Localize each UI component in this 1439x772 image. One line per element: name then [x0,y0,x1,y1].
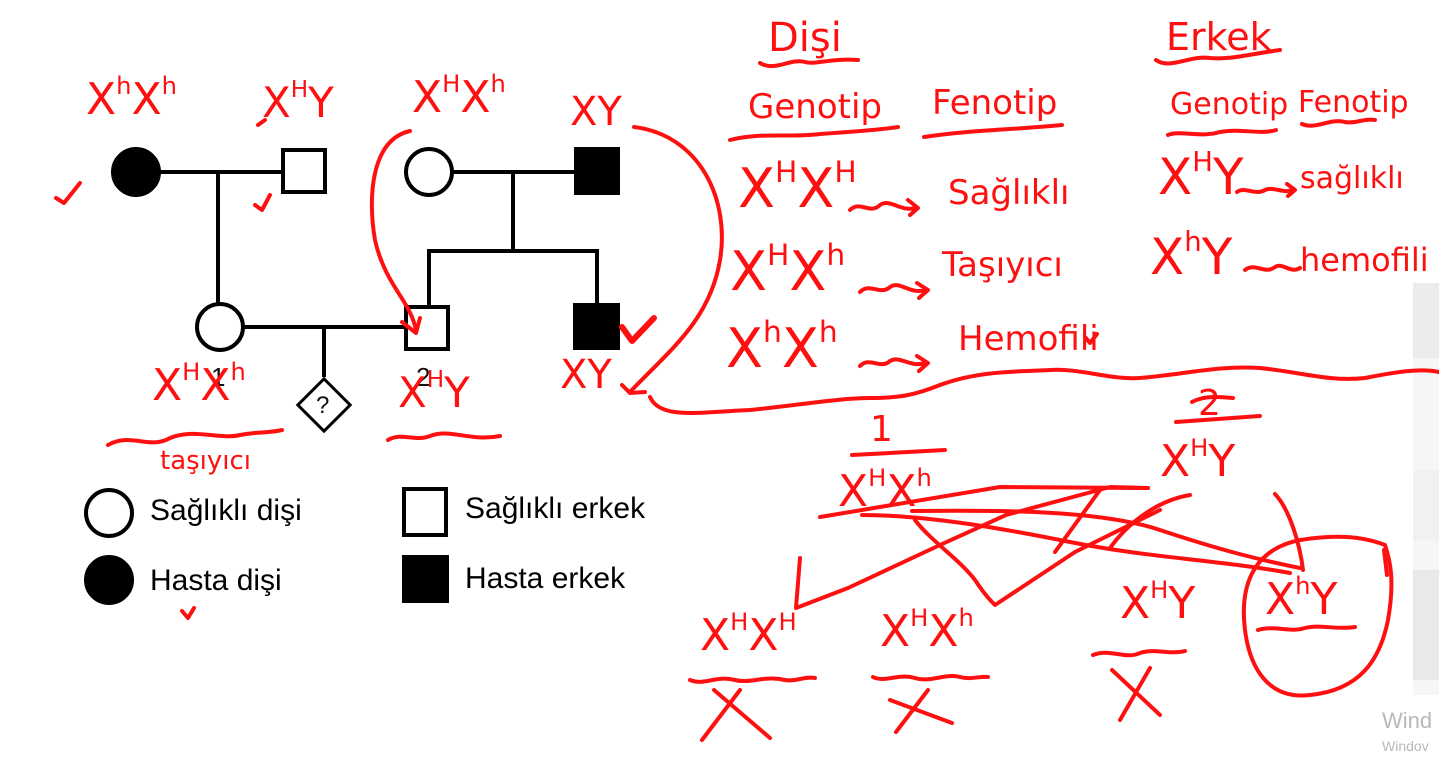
windows-activation-watermark-sub: Windov [1382,738,1429,754]
cross-parent-genotype: XHXh [838,463,932,517]
checkmark-icon [253,193,272,212]
cross-parent-genotype: XHY [1160,433,1236,487]
checkmark-icon [54,181,82,205]
question-mark: ? [316,392,330,419]
notes-female-phenotype-header: Fenotip [932,83,1058,123]
cross-parent-label: 2 [1198,383,1221,424]
notes-female-title: Dişi [768,15,842,61]
notes-genotype: XhY [1150,225,1233,286]
descent-line [511,172,515,252]
notes-genotype: XhXh [726,315,838,380]
genotype-annotation: XHY [262,77,334,127]
offspring-genotype: XHY [1120,575,1196,629]
notes-phenotype: Hemofili [958,319,1099,359]
legend-label: Sağlıklı dişi [150,494,302,527]
descent-line [427,249,431,306]
offspring-genotype: XHXH [700,607,797,661]
legend-label: Hasta erkek [465,562,626,595]
descent-line [595,249,599,304]
windows-activation-watermark: Wind [1382,708,1433,733]
side-panel-band [1413,470,1439,540]
phenotype-annotation: taşıyıcı [160,446,252,476]
genotype-annotation: XhXh [86,71,177,125]
notes-phenotype: Sağlıklı [948,173,1070,213]
notes-phenotype: hemofili [1300,241,1429,279]
healthy-female-symbol [404,147,454,197]
cross-parent-label: 1 [870,409,893,450]
genotype-annotation: XHY [398,367,470,417]
genotype-annotation: XHXh [152,357,246,411]
notes-phenotype: sağlıklı [1300,161,1404,196]
filled-circle-icon [84,555,134,605]
offspring-genotype-circled: XhY [1265,571,1338,625]
healthy-male-symbol [281,148,327,194]
notes-male-genotype-header: Genotip [1170,87,1289,122]
open-square-icon [402,487,448,537]
offspring-genotype: XHXh [880,603,974,657]
side-panel-band [1413,570,1439,680]
checkmark-icon [180,606,196,620]
descent-line [216,172,220,304]
legend-label: Hasta dişi [150,564,282,597]
individual-number: 2 [416,362,431,392]
sibship-line [427,249,599,253]
checkmark-icon [619,315,657,344]
marriage-line [160,170,282,174]
affected-male-symbol [574,147,620,195]
legend-label: Sağlıklı erkek [465,492,646,525]
filled-square-icon [402,555,449,603]
open-circle-icon [84,488,134,538]
genotype-annotation: XY [570,89,622,135]
affected-male-symbol [573,303,620,350]
side-panel-band [1413,283,1439,358]
notes-female-genotype-header: Genotip [748,87,882,127]
notes-genotype: XHY [1158,145,1244,206]
checkmark-icon [1084,332,1099,345]
individual-number: 1 [211,362,226,392]
notes-genotype: XHXH [738,155,857,220]
notes-male-phenotype-header: Fenotip [1298,85,1409,120]
affected-female-symbol [111,147,161,197]
notes-genotype: XHXh [730,238,846,303]
genotype-annotation: XY [560,352,612,398]
notes-male-title: Erkek [1166,15,1272,59]
descent-line [322,327,326,377]
healthy-female-symbol [195,302,245,352]
notes-phenotype: Taşıyıcı [942,245,1063,285]
genotype-annotation: XHXh [412,69,506,123]
